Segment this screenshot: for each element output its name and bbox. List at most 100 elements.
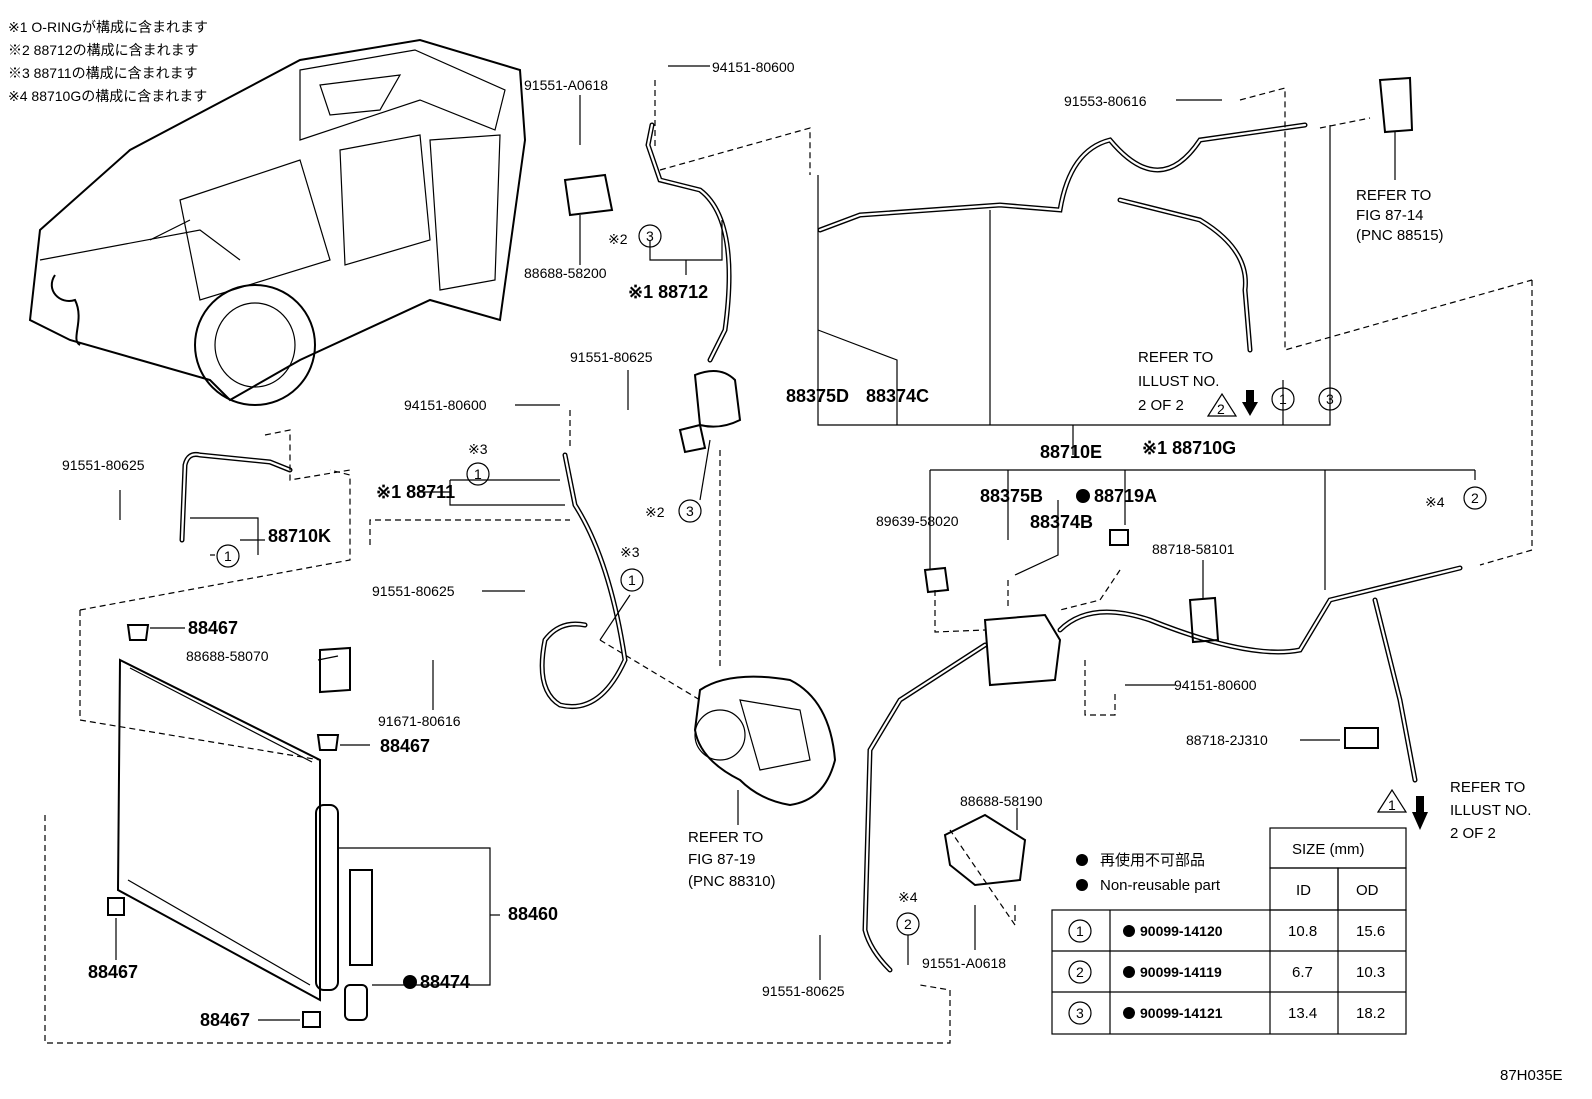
vehicle-illustration (28, 38, 527, 406)
ref-illust-b-line1: REFER TO (1450, 779, 1525, 796)
label-88688-58190: 88688-58190 (960, 793, 1043, 809)
label-88711: ※1 88711 (376, 482, 455, 502)
label-88719a: 88719A (1094, 486, 1157, 506)
compressor (693, 675, 837, 825)
label-91551-80625-bot: 91551-80625 (762, 983, 845, 999)
condenser-assembly (44, 469, 951, 1044)
label-88467-a: 88467 (188, 618, 238, 638)
label-88374b: 88374B (1030, 512, 1093, 532)
label-91551-a0618-top: 91551-A0618 (524, 77, 608, 93)
table-row-od: 15.6 (1356, 923, 1385, 940)
label-88467-b: 88467 (380, 736, 430, 756)
ref-fig87-19-line2: FIG 87-19 (688, 851, 756, 868)
non-reusable-dot (1076, 489, 1090, 503)
label-88710e: 88710E (1040, 442, 1102, 462)
circle-1-88710k: 1 (224, 548, 232, 564)
table-row-part: 90099-14119 (1140, 964, 1222, 980)
ref-illust-b-line2: ILLUST NO. (1450, 802, 1531, 819)
label-94151-80600-top: 94151-80600 (712, 59, 795, 75)
label-88374c: 88374C (866, 386, 929, 406)
ref-fig87-14-line2: FIG 87-14 (1356, 207, 1424, 224)
footnotes: ※1 O-RINGが構成に含まれます ※2 88712の構成に含まれます ※3 … (8, 19, 208, 104)
circle-3-88710g: 3 (1326, 391, 1334, 407)
misc-components (319, 76, 1414, 887)
label-91671-80616: 91671-80616 (378, 713, 461, 729)
circle-1-comp: 1 (628, 572, 636, 588)
label-91553-80616: 91553-80616 (1064, 93, 1147, 109)
ref-fig87-14-line3: (PNC 88515) (1356, 227, 1444, 244)
label-88474: 88474 (420, 972, 470, 992)
ref-illust-a-line3: 2 OF 2 (1138, 397, 1184, 414)
label-88712: ※1 88712 (628, 282, 708, 302)
warning-triangle-icon (1206, 392, 1238, 417)
table-size-header: SIZE (mm) (1292, 841, 1365, 858)
label-88688-58070: 88688-58070 (186, 648, 269, 664)
leader-lines (119, 65, 1533, 980)
ref-illust-a-line2: ILLUST NO. (1138, 373, 1219, 390)
note-1: ※1 O-RINGが構成に含まれます (8, 19, 208, 35)
figure-code: 87H035E (1500, 1067, 1563, 1084)
non-reusable-dot (1123, 966, 1135, 978)
warning-triangle-icon (1376, 788, 1408, 813)
table-row-id: 13.4 (1288, 1005, 1317, 1022)
non-reusable-dot (403, 975, 417, 989)
arrow-down-icon (1412, 796, 1428, 830)
note-3: ※3 88711の構成に含まれます (8, 65, 198, 81)
label-88710g: ※1 88710G (1142, 438, 1236, 458)
label-88718-58101: 88718-58101 (1152, 541, 1235, 557)
label-88710k: 88710K (268, 526, 331, 546)
legend-ja: 再使用不可部品 (1100, 852, 1205, 869)
label-88467-d: 88467 (200, 1010, 250, 1030)
circle-2-right: 2 (1471, 490, 1479, 506)
non-reusable-dot (1076, 879, 1088, 891)
ref-fig87-19-line3: (PNC 88310) (688, 873, 776, 890)
reference-notes: REFER TO FIG 87-14 (PNC 88515) REFER TO … (688, 187, 1531, 890)
ref-fig87-14-line1: REFER TO (1356, 187, 1431, 204)
label-x3-a: ※3 (468, 441, 488, 457)
warning-number: 1 (1388, 797, 1396, 813)
table-row-part: 90099-14120 (1140, 923, 1223, 939)
circle-3-comp: 3 (686, 503, 694, 519)
table-row-ring: 3 (1076, 1005, 1084, 1021)
label-88460: 88460 (508, 904, 558, 924)
circle-3-88712: 3 (646, 228, 654, 244)
table-row-ring: 2 (1076, 964, 1084, 980)
label-91551-80625-mid: 91551-80625 (570, 349, 653, 365)
table-row-od: 18.2 (1356, 1005, 1385, 1022)
circle-1-88711: 1 (474, 466, 482, 482)
note-2: ※2 88712の構成に含まれます (8, 42, 199, 58)
arrow-down-icon (1242, 390, 1258, 416)
table-row-part: 90099-14121 (1140, 1005, 1223, 1021)
label-x2-b: ※2 (645, 504, 665, 520)
oring-circles: 3 1 3 1 1 1 3 2 2 (216, 224, 1487, 936)
table-row-id: 10.8 (1288, 923, 1317, 940)
label-94151-80600-mid: 94151-80600 (404, 397, 487, 413)
label-91551-80625-comp: 91551-80625 (372, 583, 455, 599)
callout-labels: 94151-80600 91551-A0618 88688-58200 ※2 ※… (62, 59, 1445, 1030)
label-x2-a: ※2 (608, 231, 628, 247)
non-reusable-dot (1123, 1007, 1135, 1019)
ref-illust-b-line3: 2 OF 2 (1450, 825, 1496, 842)
ref-fig87-19-line1: REFER TO (688, 829, 763, 846)
label-88375b: 88375B (980, 486, 1043, 506)
non-reusable-dot (1123, 925, 1135, 937)
label-x4-a: ※4 (1425, 494, 1445, 510)
label-x4-b: ※4 (898, 889, 918, 905)
table-od-header: OD (1356, 882, 1379, 899)
label-88467-c: 88467 (88, 962, 138, 982)
note-4: ※4 88710Gの構成に含まれます (8, 88, 207, 104)
label-88718-2j310: 88718-2J310 (1186, 732, 1268, 748)
label-89639-58020: 89639-58020 (876, 513, 959, 529)
oring-size-table: SIZE (mm) ID OD 1 90099-14120 10.8 15.6 … (1051, 827, 1407, 1035)
circle-2-bottom: 2 (904, 916, 912, 932)
legend: 再使用不可部品 Non-reusable part (1076, 852, 1221, 894)
label-x3-b: ※3 (620, 544, 640, 560)
label-91551-80625-left: 91551-80625 (62, 457, 145, 473)
label-88688-58200: 88688-58200 (524, 265, 607, 281)
warning-number: 2 (1217, 401, 1225, 417)
pipes (179, 122, 1463, 973)
legend-en: Non-reusable part (1100, 877, 1221, 894)
non-reusable-dot (1076, 854, 1088, 866)
ref-illust-a-line1: REFER TO (1138, 349, 1213, 366)
